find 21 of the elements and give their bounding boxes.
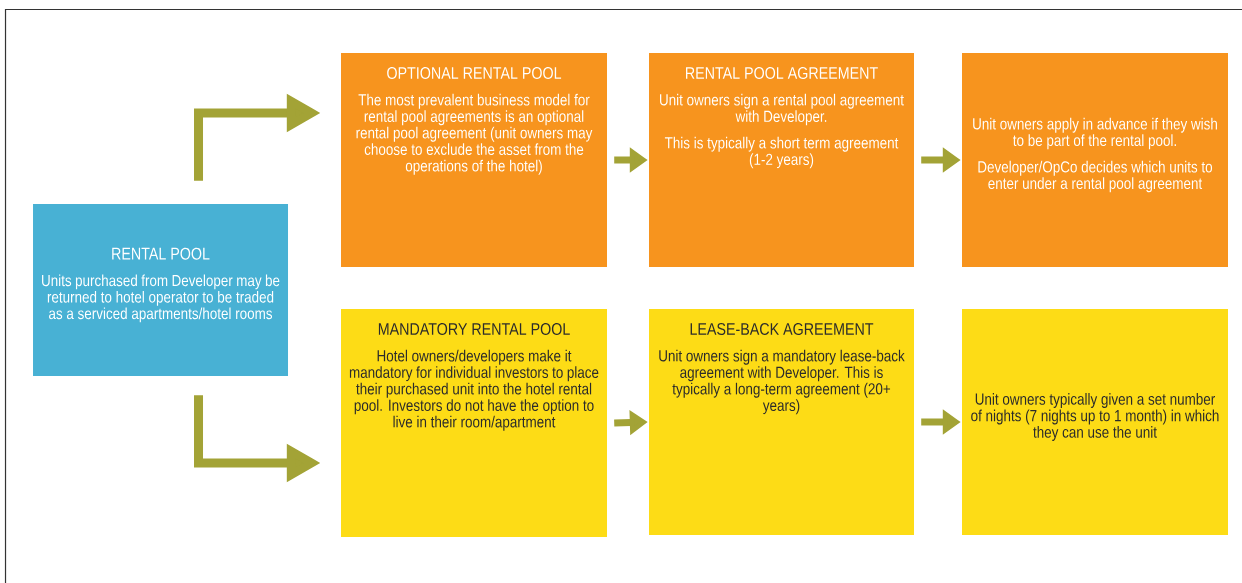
box-text: Unit owners sign a mandatory lease-back agreement with Developer. This is typically a long-term agreement (20+ years) (659, 349, 905, 415)
box-text: Developer/OpCo decides which units to enter under a rental pool agreement (978, 160, 1213, 193)
box-heading: LEASE-BACK AGREEMENT (690, 323, 874, 336)
box-text: The most prevalent business model for rental pool agreements is an optional rental pool agreement (unit owners may choose to exclude the asset from the operations of the hotel) (356, 93, 593, 175)
process-box (33, 204, 288, 376)
process-box (341, 309, 607, 537)
process-box (962, 309, 1228, 535)
process-box (649, 53, 914, 267)
box-heading: MANDATORY RENTAL POOL (378, 323, 570, 336)
process-box (649, 309, 914, 535)
box-text: Unit owners apply in advance if they wish to be part of the rental pool. (973, 117, 1217, 150)
box-heading: RENTAL POOL AGREEMENT (686, 67, 878, 80)
box-text: Units purchased from Developer may be returned to hotel operator to be traded as a serviced apartments/hotel rooms (42, 274, 280, 323)
box-text: Hotel owners/developers make it mandatory for individual investors to place their purchased unit into the hotel rental pool. Investors do not have the option to live in their room/apartment (349, 349, 599, 431)
box-text: This is typically a short term agreement (1-2 years) (664, 136, 899, 169)
box-heading: RENTAL POOL (112, 247, 210, 260)
process-box (962, 53, 1228, 267)
box-text: Unit owners sign a rental pool agreement with Developer. (660, 93, 904, 126)
box-heading: OPTIONAL RENTAL POOL (387, 67, 562, 80)
box-text: Unit owners typically given a set number of nights (7 nights up to 1 month) in which they can use the unit (971, 393, 1219, 441)
process-box (341, 53, 607, 267)
